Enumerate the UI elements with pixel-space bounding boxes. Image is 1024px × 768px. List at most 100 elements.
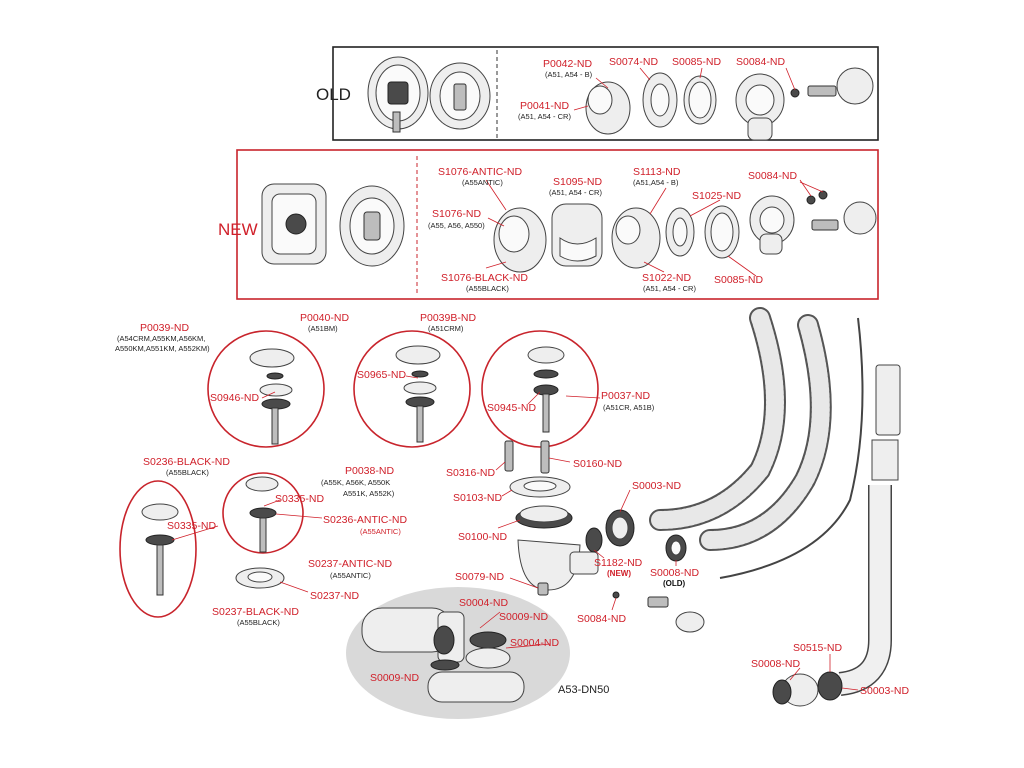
- new-cap-s1022: [611, 207, 661, 269]
- old-ring-s0074: [642, 72, 678, 128]
- part-sub-s1076-antic: (A55ANTIC): [462, 178, 503, 187]
- part-label-s0085-new: S0085-ND: [714, 274, 764, 286]
- part-label-p0039: P0039-ND: [140, 322, 190, 334]
- new-cap-s1095: [551, 203, 603, 267]
- part-label-s0236-black: S0236-BLACK-ND: [143, 456, 230, 468]
- part-sub-s0237-antic: (A55ANTIC): [330, 571, 371, 580]
- part-label-p0041: P0041-ND: [520, 100, 570, 112]
- part-sub-s1113: (A51,A54 - B): [633, 178, 679, 187]
- part-sub-s0237-black: (A55BLACK): [237, 618, 280, 627]
- part-label-s0236-antic: S0236-ANTIC-ND: [323, 514, 408, 526]
- drain-body: [517, 539, 599, 591]
- new-cap-s1076: [493, 207, 547, 273]
- group-circle-p0039b: [353, 330, 471, 448]
- pipe-fitting-s0515: [772, 671, 843, 707]
- part-sub-p0042: (A51, A54 - B): [545, 70, 593, 79]
- part-label-s0100: S0100-ND: [458, 531, 508, 543]
- part-sub2-p0039: A550KM,A551KM, A552KM): [115, 344, 210, 353]
- part-label-s1076-antic: S1076-ANTIC-ND: [438, 166, 523, 178]
- part-label-s0946: S0946-ND: [210, 392, 260, 404]
- stopper-p0039: [249, 348, 295, 445]
- part-label-p0042: P0042-ND: [543, 58, 593, 70]
- new-valve-s0084: [806, 190, 877, 235]
- screw-s0316: [504, 440, 514, 472]
- part-label-s0160: S0160-ND: [573, 458, 623, 470]
- group-circle-p0039: [207, 330, 325, 448]
- part-label-s0003-a: S0003-ND: [632, 480, 682, 492]
- old-overflow-housing: [367, 56, 429, 133]
- part-label-s1113: S1113-ND: [633, 166, 681, 178]
- part-sub-s1095: (A51, A54 - CR): [549, 188, 602, 197]
- group-circle-p0037: [481, 330, 599, 448]
- part-label-s1095: S1095-ND: [553, 176, 603, 188]
- part-label-s1025: S1025-ND: [692, 190, 742, 202]
- part-label-s0074-old: S0074-ND: [609, 56, 659, 68]
- part-label-s0009-b: S0009-ND: [370, 672, 420, 684]
- gasket-s0008-a: [665, 534, 687, 562]
- tag-s0008-old: (OLD): [663, 579, 686, 588]
- part-label-s1022: S1022-ND: [642, 272, 692, 284]
- new-overflow-plate: [339, 185, 405, 267]
- part-sub-p0037: (A51CR, A51B): [603, 403, 655, 412]
- new-overflow-body: [749, 195, 795, 255]
- part-label-s1182: S1182-ND: [594, 557, 643, 569]
- leader-lines: [171, 67, 859, 691]
- siphon-model-label: A53-DN50: [558, 684, 610, 696]
- part-sub2-p0038: A551K, A552K): [343, 489, 395, 498]
- flexible-hose-2: [699, 314, 832, 551]
- tag-s1182-new: (NEW): [607, 569, 631, 578]
- siphon-a53: [361, 607, 525, 703]
- part-label-s1076: S1076-ND: [432, 208, 482, 220]
- new-section-label: NEW: [218, 220, 258, 239]
- group-circle-s0236-black: [119, 480, 197, 618]
- part-label-s0237: S0237-ND: [310, 590, 360, 602]
- part-label-s0335-a: S0335-ND: [275, 493, 325, 505]
- part-sub1-p0038: (A55K, A56K, A550K: [321, 478, 391, 487]
- part-label-s0515: S0515-ND: [793, 642, 843, 654]
- part-sub1-p0039: (A54CRM,A55KM,A56KM,: [117, 334, 206, 343]
- screw-s0160: [540, 440, 550, 474]
- stopper-p0037: [527, 346, 565, 433]
- new-gasket-s0085: [704, 205, 740, 259]
- part-label-s0008-b: S0008-ND: [751, 658, 801, 670]
- part-label-s0003-b: S0003-ND: [860, 685, 910, 697]
- stopper-p0038: [245, 476, 279, 553]
- part-sub-s1076: (A55, A56, A550): [428, 221, 485, 230]
- part-label-s0237-antic: S0237-ANTIC-ND: [308, 558, 393, 570]
- part-label-s0009-a: S0009-ND: [499, 611, 549, 623]
- part-label-s0965: S0965-ND: [357, 369, 407, 381]
- part-label-p0037: P0037-ND: [601, 390, 651, 402]
- old-section-label: OLD: [316, 85, 351, 104]
- old-overflow-body: [735, 73, 785, 141]
- valve-s0084: [612, 591, 705, 633]
- part-label-s0103: S0103-ND: [453, 492, 503, 504]
- part-label-p0039b: P0039B-ND: [420, 312, 477, 324]
- part-sub-s1076-black: (A55BLACK): [466, 284, 509, 293]
- bowden-cable: [719, 317, 864, 579]
- old-overflow-plate: [429, 62, 491, 130]
- stopper-p0039b: [395, 345, 441, 443]
- part-label-s0085-old: S0085-ND: [672, 56, 722, 68]
- gasket-s1182: [585, 527, 603, 553]
- part-label-s0335-b: S0335-ND: [167, 520, 217, 532]
- part-label-s0008-a: S0008-ND: [650, 567, 700, 579]
- part-sub-s0236-antic: (A55ANTIC): [360, 527, 401, 536]
- part-label-s0084-lower: S0084-ND: [577, 613, 627, 625]
- part-label-p0038: P0038-ND: [345, 465, 395, 477]
- drain-flange-s0103: [509, 476, 571, 498]
- ring-s0237: [235, 567, 285, 589]
- nut-s0003-a: [605, 509, 635, 547]
- new-overflow-housing: [261, 183, 327, 265]
- part-label-s0084-old: S0084-ND: [736, 56, 786, 68]
- part-sub-s1022: (A51, A54 - CR): [643, 284, 696, 293]
- part-label-p0040: P0040-ND: [300, 312, 350, 324]
- part-label-s0004-b: S0004-ND: [510, 637, 560, 649]
- clip-s0079: [537, 582, 549, 596]
- old-gasket-s0085: [683, 75, 717, 125]
- new-parts-frame: [236, 149, 879, 300]
- part-sub-s0236-black: (A55BLACK): [166, 468, 209, 477]
- part-label-s1076-black: S1076-BLACK-ND: [441, 272, 528, 284]
- part-sub-p0040: (A51BM): [308, 324, 338, 333]
- part-sub-p0041: (A51, A54 - CR): [518, 112, 571, 121]
- drain-pipe: [838, 364, 901, 696]
